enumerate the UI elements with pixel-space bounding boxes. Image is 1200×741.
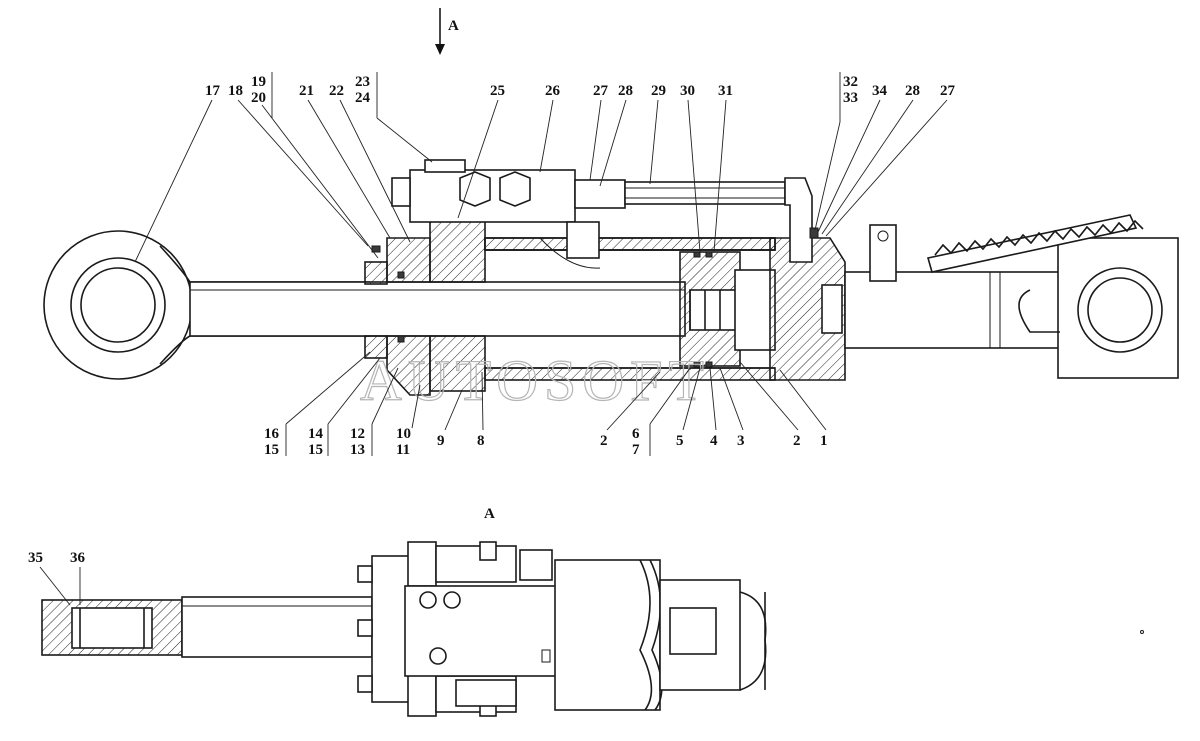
callout-6: 6	[632, 426, 640, 442]
callout-31: 31	[718, 83, 733, 99]
callout-10: 10	[396, 426, 411, 442]
callout-15b: 15	[308, 442, 323, 458]
callout-4: 4	[710, 433, 718, 449]
callout-15: 15	[264, 442, 279, 458]
callout-35: 35	[28, 550, 43, 566]
valve-block	[409, 169, 576, 223]
rack	[926, 214, 1138, 273]
callout-8: 8	[477, 433, 485, 449]
callout-36: 36	[70, 550, 86, 566]
callout-18: 18	[228, 83, 243, 99]
callout-14: 14	[308, 426, 324, 442]
callout-28b: 28	[905, 83, 920, 99]
callout-29: 29	[651, 83, 666, 99]
callout-21: 21	[299, 83, 314, 99]
callout-23: 23	[355, 74, 370, 90]
view-a: 35 36	[28, 541, 1144, 717]
bottom-callouts: 16 15 14 15 12 13 10 11 9 8 2 6 7 5 4 3 …	[264, 351, 828, 458]
callout-11: 11	[396, 442, 410, 458]
callout-7: 7	[632, 442, 640, 458]
callout-5: 5	[676, 433, 684, 449]
callout-28: 28	[618, 83, 633, 99]
left-eye-outer	[43, 230, 193, 380]
callout-22: 22	[329, 83, 344, 99]
tail-tube	[844, 271, 1061, 349]
callout-12: 12	[350, 426, 365, 442]
callout-2: 2	[600, 433, 608, 449]
callout-13: 13	[350, 442, 365, 458]
callout-19: 19	[251, 74, 266, 90]
watermark: AUTOSOFT	[360, 348, 710, 413]
valve-block-top	[404, 585, 566, 677]
callout-9: 9	[437, 433, 445, 449]
wiper-seal	[364, 261, 388, 285]
right-eye-housing	[1057, 237, 1179, 379]
callout-26: 26	[545, 83, 561, 99]
callout-33: 33	[843, 90, 858, 106]
section-a-title: A	[484, 506, 495, 522]
callout-25: 25	[490, 83, 505, 99]
callout-3: 3	[737, 433, 745, 449]
view-marker-label: A	[448, 18, 459, 34]
pipe	[624, 181, 786, 205]
view-arrow: A	[435, 8, 459, 55]
callout-20: 20	[251, 90, 266, 106]
callout-27: 27	[593, 83, 609, 99]
callout-34: 34	[872, 83, 888, 99]
cylinder-tube-top	[484, 237, 776, 251]
callout-1: 1	[820, 433, 828, 449]
callout-17: 17	[205, 83, 221, 99]
callout-27b: 27	[940, 83, 956, 99]
callout-2b: 2	[793, 433, 801, 449]
callout-32: 32	[843, 74, 858, 90]
callout-24: 24	[355, 90, 371, 106]
top-callouts: 17 18 19 20 21 22 23 24 25 26 27 28 29 3…	[134, 72, 956, 263]
callout-30: 30	[680, 83, 695, 99]
main-section-view	[43, 159, 1179, 396]
cylinder-tube-top-view	[554, 559, 661, 711]
callout-16: 16	[264, 426, 280, 442]
